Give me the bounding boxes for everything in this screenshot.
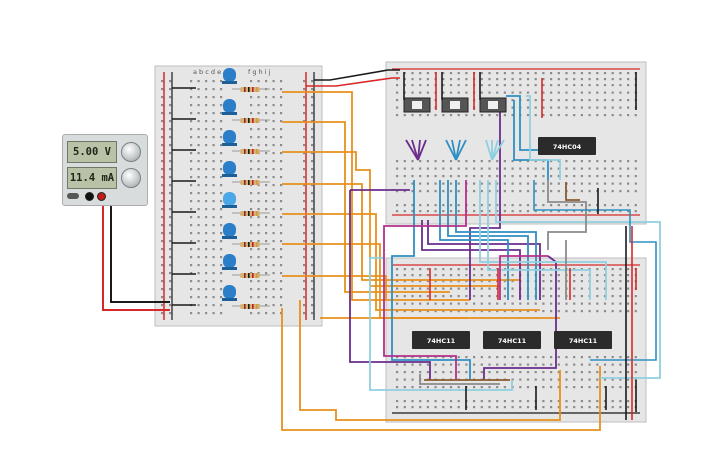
led[interactable]	[223, 285, 236, 299]
led[interactable]	[223, 68, 236, 82]
left-breadboard-holes	[161, 80, 314, 315]
led[interactable]	[223, 223, 236, 237]
left-columns-label-f-j: f g h i j	[248, 68, 271, 76]
chip-74hc11-2[interactable]: 74HC11	[483, 331, 541, 349]
dip-switches[interactable]	[403, 97, 507, 113]
chip-74hc04-label: 74HC04	[553, 143, 582, 151]
power-switch[interactable]	[67, 193, 79, 199]
left-columns-label-a-e: a b c d e	[193, 68, 221, 76]
navy-wires[interactable]	[533, 180, 657, 361]
left-breadboard[interactable]: a b c d e f g h i j	[154, 65, 323, 327]
power-supply[interactable]: 5.00 V 11.4 mA	[62, 134, 148, 206]
voltage-display: 5.00 V	[67, 141, 117, 163]
led-resistor-pair[interactable]	[222, 254, 270, 278]
led[interactable]	[223, 192, 236, 206]
negative-terminal[interactable]	[85, 192, 94, 201]
chip-74hc11-3[interactable]: 74HC11	[554, 331, 612, 349]
chip-74hc11-1[interactable]: 74HC11	[412, 331, 470, 349]
led[interactable]	[223, 130, 236, 144]
brown-wires[interactable]	[424, 182, 580, 381]
led[interactable]	[223, 99, 236, 113]
right-top-rail-jumpers[interactable]	[403, 72, 637, 420]
orange-wires[interactable]	[281, 91, 601, 431]
led-resistor-pair[interactable]	[222, 223, 270, 247]
voltage-knob[interactable]	[121, 142, 141, 162]
power-leads[interactable]	[102, 69, 400, 311]
led-resistor-pair[interactable]	[222, 192, 270, 216]
chip-74hc11-1-label: 74HC11	[427, 337, 456, 345]
led-column[interactable]	[222, 68, 270, 309]
current-knob[interactable]	[121, 168, 141, 188]
led-resistor-pair[interactable]	[222, 130, 270, 154]
led-resistor-pair[interactable]	[222, 99, 270, 123]
chip-74hc11-2-label: 74HC11	[498, 337, 527, 345]
led[interactable]	[223, 254, 236, 268]
led-resistor-pair[interactable]	[222, 285, 270, 309]
led-resistor-pair[interactable]	[222, 68, 270, 92]
chip-74hc04[interactable]: 74HC04	[538, 137, 596, 155]
led[interactable]	[223, 161, 236, 175]
positive-terminal[interactable]	[97, 192, 106, 201]
blue-wires[interactable]	[391, 95, 549, 380]
gray-wires[interactable]	[419, 180, 587, 385]
magenta-wires[interactable]	[383, 180, 548, 380]
right-bottom-rail-jumpers[interactable]	[429, 268, 637, 412]
current-display: 11.4 mA	[67, 167, 117, 189]
light-blue-wires[interactable]	[369, 95, 661, 391]
purple-wires[interactable]	[349, 110, 557, 380]
chip-74hc11-3-label: 74HC11	[569, 337, 598, 345]
left-rail-jumpers[interactable]	[172, 87, 196, 306]
led-resistor-pair[interactable]	[222, 161, 270, 185]
